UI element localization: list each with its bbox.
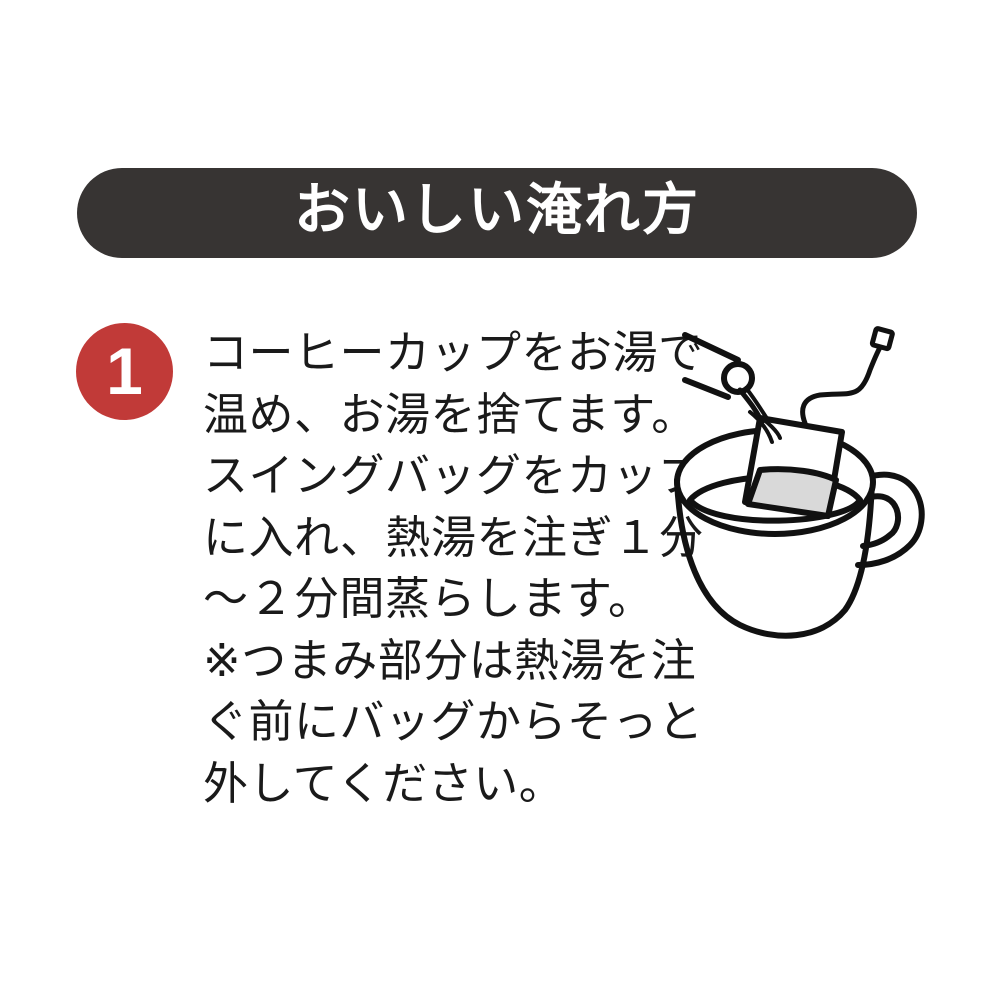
bag-tag <box>869 326 895 352</box>
instruction-line: ※つまみ部分は熱湯を注 <box>203 633 697 687</box>
cup-body <box>674 477 875 639</box>
instruction-line: 外してください。 <box>203 756 565 810</box>
step-instructions: コーヒーカップをお湯で 温め、お湯を捨てます。 スイングバッグをカップ に入れ、… <box>203 322 704 814</box>
cup-handle <box>855 471 925 568</box>
step-number-badge: 1 <box>76 323 173 420</box>
step-number: 1 <box>106 333 143 408</box>
instruction-line: ぐ前にバッグからそっと <box>203 695 704 748</box>
instruction-line: 温め、お湯を捨てます。 <box>203 387 697 441</box>
instruction-line: ～２分間蒸らします。 <box>203 572 654 625</box>
finger-top <box>682 332 741 363</box>
bag-string <box>800 341 885 426</box>
title-banner: おいしい淹れ方 <box>77 168 917 258</box>
instruction-line: に入れ、熱湯を注ぎ１分 <box>203 510 704 564</box>
coffee-bag-in-cup-icon <box>660 320 930 650</box>
instruction-line: スイングバッグをカップ <box>203 449 704 502</box>
finger-grip <box>721 361 755 395</box>
bag-submerged <box>745 466 839 519</box>
cup-handle-inner <box>860 493 901 549</box>
page-title: おいしい淹れ方 <box>294 178 700 243</box>
instruction-line: コーヒーカップをお湯で <box>203 326 704 379</box>
finger-bottom <box>682 377 731 400</box>
